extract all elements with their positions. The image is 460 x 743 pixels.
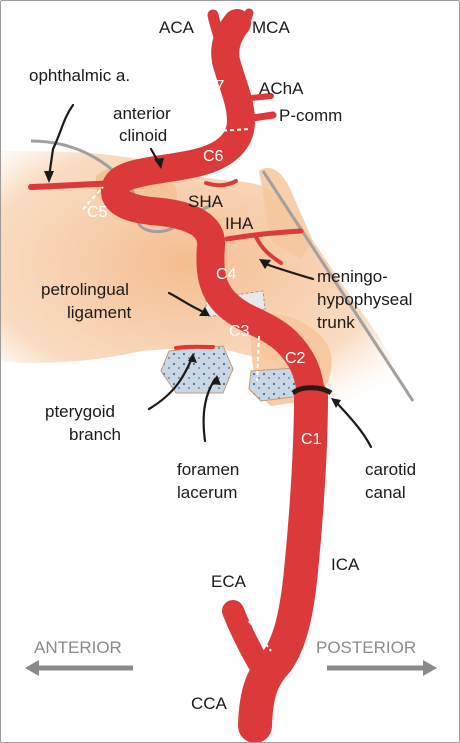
anatomy-labels: ACA MCA AChA P-comm ophthalmic a. anteri… xyxy=(29,18,416,713)
posterior-arrow-icon xyxy=(423,660,437,676)
label-eca: ECA xyxy=(211,572,247,591)
label-meningo-line1: meningo- xyxy=(317,267,388,286)
label-mca: MCA xyxy=(252,18,290,37)
label-iha: IHA xyxy=(225,214,254,233)
segment-c7: C7 xyxy=(204,78,225,95)
direction-indicators: ANTERIOR POSTERIOR xyxy=(25,638,437,676)
label-petrolingual-line1: petrolingual xyxy=(41,280,129,299)
label-aca: ACA xyxy=(159,18,195,37)
label-foramen-line2: lacerum xyxy=(177,483,237,502)
anterior-arrow-icon xyxy=(25,660,39,676)
segment-c1: C1 xyxy=(301,431,322,448)
label-carotid-canal-line1: carotid xyxy=(365,460,416,479)
label-meningo-line2: hypophyseal xyxy=(317,290,412,309)
segment-c6: C6 xyxy=(203,148,224,165)
segment-c2: C2 xyxy=(285,350,306,367)
internal-carotid-artery xyxy=(28,8,328,742)
label-anterior-clinoid-line1: anterior xyxy=(113,104,171,123)
label-ica: ICA xyxy=(331,555,360,574)
label-meningo-line3: trunk xyxy=(317,313,355,332)
anterior-label: ANTERIOR xyxy=(34,638,122,657)
segment-c3: C3 xyxy=(229,323,250,340)
segment-c5: C5 xyxy=(87,204,108,221)
pointer-arrowheads xyxy=(44,158,341,408)
segment-c4: C4 xyxy=(216,266,237,283)
label-anterior-clinoid-line2: clinoid xyxy=(119,126,167,145)
label-sha: SHA xyxy=(188,192,224,211)
dorsum-sellae xyxy=(259,167,313,259)
label-acha: AChA xyxy=(259,79,304,98)
segment-labels: C7 C6 C5 C4 C3 C2 C1 xyxy=(87,78,322,448)
label-cca: CCA xyxy=(191,694,228,713)
label-pterygoid-line1: pterygoid xyxy=(45,402,115,421)
label-petrolingual-line2: ligament xyxy=(67,303,132,322)
label-ophthalmic: ophthalmic a. xyxy=(29,66,130,85)
segment-boundaries xyxy=(82,128,272,652)
label-foramen-line1: foramen xyxy=(177,460,239,479)
label-carotid-canal-line2: canal xyxy=(365,483,406,502)
posterior-label: POSTERIOR xyxy=(316,638,416,657)
label-pterygoid-line2: branch xyxy=(69,425,121,444)
carotid-canal-ring xyxy=(291,385,333,396)
label-pcomm: P-comm xyxy=(279,106,342,125)
